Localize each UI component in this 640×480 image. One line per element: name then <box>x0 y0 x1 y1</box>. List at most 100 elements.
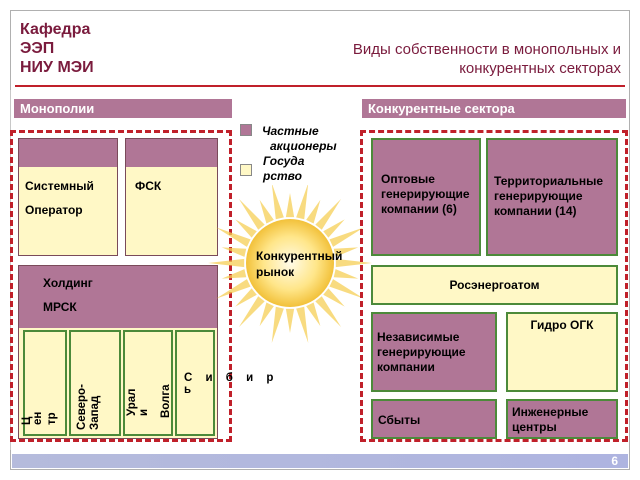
independent-line2: генерирующие <box>377 345 466 359</box>
sun-ray <box>221 247 247 257</box>
department-line1: Кафедра <box>20 21 91 38</box>
sales-label: Сбыты <box>378 413 421 427</box>
legend-private-line1: Частные <box>262 124 319 138</box>
sun-ray <box>333 247 359 257</box>
sun-ray <box>221 269 247 279</box>
sun-ray <box>208 258 245 268</box>
northwest-l2: Запад <box>89 395 101 430</box>
fsk-cap <box>126 139 217 167</box>
holding-cap <box>19 266 217 328</box>
territorial-line2: генерирующие <box>494 189 583 203</box>
sun-ray <box>235 219 257 238</box>
sun-ray <box>315 198 342 230</box>
ural-l2: и <box>138 408 150 416</box>
sun-ray <box>333 269 359 279</box>
hydro-box: Гидро ОГК <box>506 312 618 392</box>
ural-l1: Урал <box>126 388 138 416</box>
sun-ray <box>271 185 284 220</box>
sun-ray <box>238 296 265 328</box>
region-volga-label: Волга <box>160 384 172 418</box>
sun-ray <box>323 288 345 307</box>
department-block: Кафедра ЭЭП НИУ МЭИ <box>20 20 94 77</box>
engineering-line1: Инженерные <box>512 405 589 419</box>
rosenergoatom-label: Росэнергоатом <box>449 278 540 292</box>
sun-ray <box>216 279 251 299</box>
territorial-gen-box: Территориальные генерирующие компании (1… <box>486 138 618 256</box>
competitive-market-line2: рынок <box>256 265 295 279</box>
sun-ray <box>285 193 295 218</box>
competitive-header: Конкурентные сектора <box>362 99 626 118</box>
holding-label: Холдинг МРСК <box>43 271 93 319</box>
engineering-label: Инженерные центры <box>512 405 588 435</box>
region-center-label-tail: тр <box>46 412 58 425</box>
engineering-line2: центры <box>512 420 557 434</box>
sun-icon <box>208 185 372 343</box>
fsk-box: ФСК <box>125 138 218 256</box>
independent-line3: компании <box>377 360 435 374</box>
competitive-market-line1: Конкурентный <box>256 249 343 263</box>
system-operator-cap <box>19 139 117 167</box>
fsk-label: ФСК <box>135 179 162 193</box>
legend-private-label: Частные акционеры <box>262 124 337 154</box>
independent-gen-box: Независимые генерирующие компании <box>371 312 497 392</box>
page-number: 6 <box>611 454 618 468</box>
header-divider <box>15 85 625 87</box>
monopolies-header: Монополии <box>14 99 232 118</box>
wholesale-line2: генерирующие <box>381 187 470 201</box>
monopolies-container <box>10 130 232 442</box>
slide-title-line1: Виды собственности в монопольных и <box>352 41 621 58</box>
territorial-gen-label: Территориальные генерирующие компании (1… <box>494 174 603 219</box>
sun-ray <box>296 306 309 343</box>
sun-disc <box>246 219 334 307</box>
territorial-line3: компании (14) <box>494 204 577 218</box>
independent-line1: Независимые <box>377 330 460 344</box>
sun-ray <box>259 199 274 224</box>
rosenergoatom-box: Росэнергоатом <box>371 265 618 305</box>
sun-ray <box>329 227 364 247</box>
region-northwest-label: Северо- Запад <box>76 384 102 430</box>
sun-ray <box>235 288 257 307</box>
sun-ray <box>271 306 284 343</box>
region-ural-label: Урал и <box>126 389 150 416</box>
legend-state-line1: Госуда <box>263 154 305 168</box>
system-operator-line1: Системный <box>25 179 94 193</box>
slide-title-line2: конкурентных секторах <box>459 60 621 77</box>
sun-ray <box>329 279 364 299</box>
legend-state-line2: рство <box>263 169 302 183</box>
region-center-label: Ц ен <box>21 411 44 425</box>
footer-bar <box>12 454 628 468</box>
holding-box: Холдинг МРСК <box>18 265 218 439</box>
wholesale-line3: компании (6) <box>381 202 457 216</box>
center-l2: ен <box>32 411 44 425</box>
region-center <box>23 330 67 436</box>
sun-ray <box>296 185 309 220</box>
slide-title: Виды собственности в монопольных и конку… <box>353 40 621 78</box>
region-siberia-label: С и б и р ь <box>184 372 278 396</box>
department-line3: НИУ МЭИ <box>20 59 94 76</box>
sun-rays <box>208 185 372 343</box>
sun-ray <box>335 258 372 268</box>
holding-line1: Холдинг <box>43 276 93 290</box>
sun-ray <box>216 227 251 247</box>
legend-state-label: Госуда рство <box>263 154 304 184</box>
hydro-label: Гидро ОГК <box>530 318 594 332</box>
northwest-l1: Северо- <box>76 384 88 430</box>
holding-line2: МРСК <box>43 300 77 314</box>
sun-ray <box>285 308 295 333</box>
wholesale-gen-label: Оптовые генерирующие компании (6) <box>381 172 470 217</box>
legend-private-swatch <box>240 124 252 136</box>
legend-private-line2: акционеры <box>270 139 337 153</box>
sun-ray <box>323 219 345 238</box>
sun-ray <box>238 198 265 230</box>
region-ural-volga <box>123 330 173 436</box>
region-northwest <box>69 330 121 436</box>
system-operator-label: Системный Оператор <box>25 174 94 222</box>
competitive-container <box>360 130 628 442</box>
sun-ray <box>306 199 321 224</box>
department-line2: ЭЭП <box>20 40 55 57</box>
competitive-market-label: Конкурентный рынок <box>256 248 342 280</box>
wholesale-gen-box: Оптовые генерирующие компании (6) <box>371 138 481 256</box>
independent-gen-label: Независимые генерирующие компании <box>377 330 466 375</box>
region-siberia <box>175 330 215 436</box>
sun-ray <box>259 302 274 327</box>
